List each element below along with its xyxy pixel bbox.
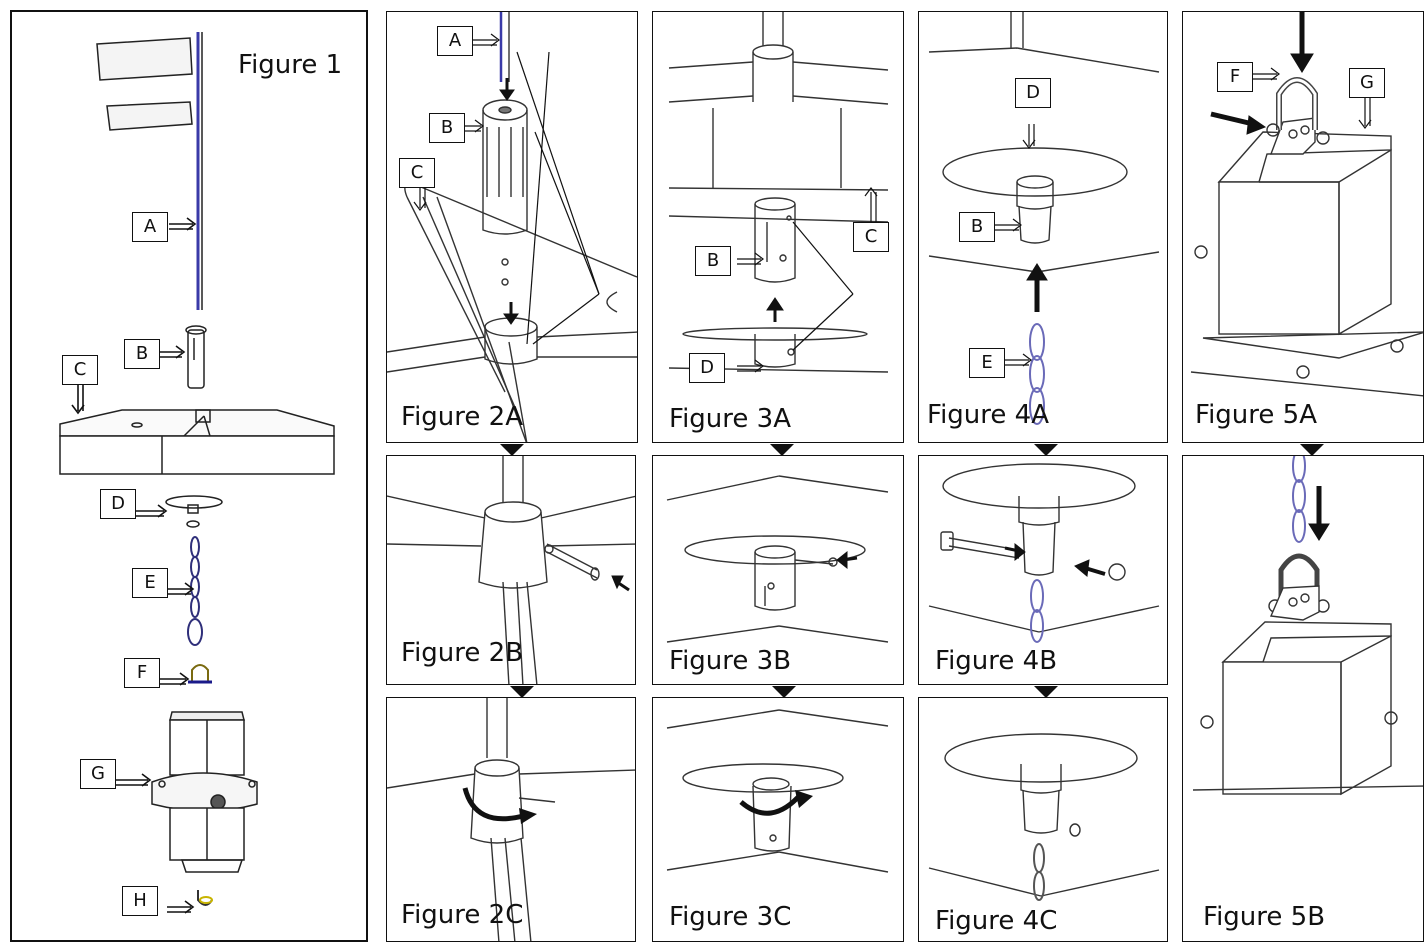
label-b: B bbox=[429, 113, 465, 143]
label-d: D bbox=[100, 489, 136, 519]
label-e: E bbox=[969, 348, 1005, 378]
figure-5b-drawing bbox=[1192, 456, 1423, 796]
label-f: F bbox=[124, 658, 160, 688]
label-a: A bbox=[132, 212, 168, 242]
figure-4a-drawing bbox=[928, 12, 1160, 425]
step-arrow-3b-3c bbox=[772, 686, 796, 698]
step-arrow-5a-5b bbox=[1300, 444, 1324, 456]
label-a: A bbox=[437, 26, 473, 56]
figure-4b-drawing bbox=[928, 463, 1160, 643]
step-arrow-4b-4c bbox=[1034, 686, 1058, 698]
label-b: B bbox=[124, 339, 160, 369]
figure-3b-drawing bbox=[666, 475, 889, 643]
figure-2c-drawing bbox=[387, 698, 635, 941]
label-c: C bbox=[399, 158, 435, 188]
figure-4c-panel: Figure 4C bbox=[918, 697, 1168, 942]
label-d: D bbox=[689, 353, 725, 383]
figure-4a-panel: D B E Figure 4A bbox=[918, 11, 1168, 443]
figure-4c-drawing bbox=[928, 733, 1160, 901]
figure-2c-caption: Figure 2C bbox=[401, 900, 524, 930]
label-d: D bbox=[1015, 78, 1051, 108]
figure-3b-caption: Figure 3B bbox=[669, 646, 792, 676]
figure-2a-drawing bbox=[387, 12, 637, 442]
figure-4b-panel: Figure 4B bbox=[918, 455, 1168, 685]
figure-3a-caption: Figure 3A bbox=[669, 404, 791, 434]
step-arrow-3a-3b bbox=[770, 444, 794, 456]
step-arrow-2a-2b bbox=[500, 444, 524, 456]
label-h: H bbox=[122, 886, 158, 916]
label-c: C bbox=[853, 222, 889, 252]
label-e: E bbox=[132, 568, 168, 598]
figure-2a-panel: A B C Figure 2A bbox=[386, 11, 638, 443]
label-b: B bbox=[959, 212, 995, 242]
figure-5a-caption: Figure 5A bbox=[1195, 400, 1317, 430]
figure-2c-panel: Figure 2C bbox=[386, 697, 636, 942]
figure-3a-panel: B C D Figure 3A bbox=[652, 11, 904, 443]
figure-3c-panel: Figure 3C bbox=[652, 697, 904, 942]
figure-2a-caption: Figure 2A bbox=[401, 402, 523, 432]
figure-4b-caption: Figure 4B bbox=[935, 646, 1058, 676]
figure-5b-panel: Figure 5B bbox=[1182, 455, 1424, 942]
step-arrow-4a-4b bbox=[1034, 444, 1058, 456]
figure-2b-caption: Figure 2B bbox=[401, 638, 524, 668]
figure-2b-panel: Figure 2B bbox=[386, 455, 636, 685]
figure-5a-drawing bbox=[1190, 12, 1423, 397]
figure-3a-drawing bbox=[668, 12, 889, 373]
step-arrow-2b-2c bbox=[510, 686, 534, 698]
figure-5a-panel: F G Figure 5A bbox=[1182, 11, 1424, 443]
figure-1-drawing bbox=[59, 32, 335, 914]
label-c: C bbox=[62, 355, 98, 385]
figure-3b-panel: Figure 3B bbox=[652, 455, 904, 685]
figure-2b-drawing bbox=[387, 456, 635, 684]
label-g: G bbox=[1349, 68, 1385, 98]
label-g: G bbox=[80, 759, 116, 789]
figure-4c-caption: Figure 4C bbox=[935, 906, 1058, 936]
figure-4a-caption: Figure 4A bbox=[927, 400, 1049, 430]
figure-1-panel: Figure 1 A B C D E F G H bbox=[10, 10, 368, 942]
label-b: B bbox=[695, 246, 731, 276]
figure-1-caption: Figure 1 bbox=[238, 50, 343, 80]
figure-3c-caption: Figure 3C bbox=[669, 902, 792, 932]
label-f: F bbox=[1217, 62, 1253, 92]
figure-3c-drawing bbox=[666, 709, 889, 873]
figure-5b-caption: Figure 5B bbox=[1203, 902, 1326, 932]
